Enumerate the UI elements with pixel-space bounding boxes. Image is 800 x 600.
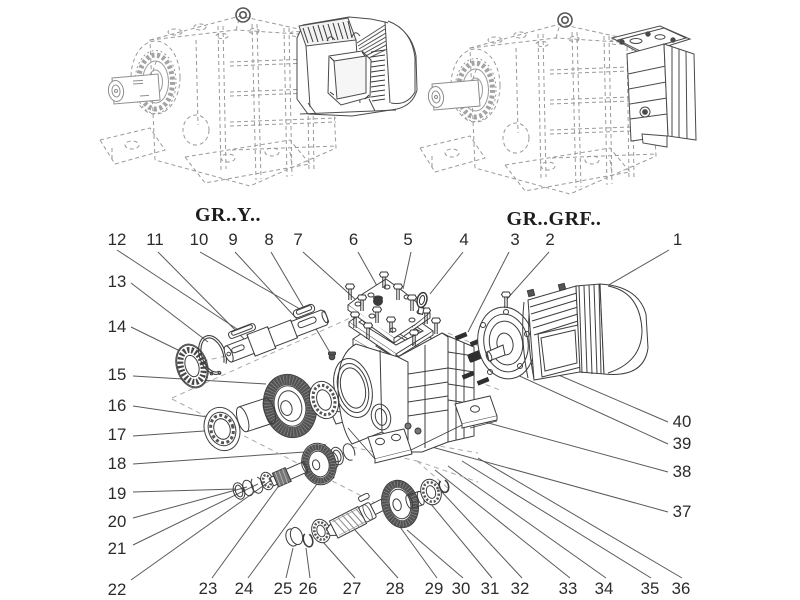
svg-text:22: 22 — [108, 580, 127, 599]
svg-text:33: 33 — [559, 579, 578, 598]
svg-text:34: 34 — [595, 579, 614, 598]
svg-text:40: 40 — [673, 412, 692, 431]
svg-text:15: 15 — [108, 365, 127, 384]
svg-text:10: 10 — [190, 230, 209, 249]
svg-text:37: 37 — [673, 502, 692, 521]
svg-text:14: 14 — [108, 317, 127, 336]
svg-text:18: 18 — [108, 454, 127, 473]
svg-text:35: 35 — [641, 579, 660, 598]
svg-text:12: 12 — [108, 230, 127, 249]
svg-text:6: 6 — [349, 230, 358, 249]
svg-text:9: 9 — [228, 230, 237, 249]
svg-text:38: 38 — [673, 462, 692, 481]
svg-text:36: 36 — [672, 579, 691, 598]
svg-text:24: 24 — [235, 579, 254, 598]
svg-text:7: 7 — [293, 230, 302, 249]
svg-text:13: 13 — [108, 272, 127, 291]
svg-text:39: 39 — [673, 434, 692, 453]
svg-text:21: 21 — [108, 539, 127, 558]
svg-text:3: 3 — [510, 230, 519, 249]
svg-text:4: 4 — [459, 230, 468, 249]
svg-text:GR..GRF..: GR..GRF.. — [507, 208, 602, 230]
svg-text:5: 5 — [403, 230, 412, 249]
svg-text:11: 11 — [146, 230, 163, 249]
svg-text:16: 16 — [108, 396, 127, 415]
svg-text:17: 17 — [108, 425, 127, 444]
svg-text:8: 8 — [264, 230, 273, 249]
svg-text:31: 31 — [481, 579, 500, 598]
svg-text:20: 20 — [108, 512, 127, 531]
svg-text:GR..Y..: GR..Y.. — [195, 204, 261, 226]
svg-text:26: 26 — [299, 579, 318, 598]
svg-text:30: 30 — [452, 579, 471, 598]
svg-text:2: 2 — [545, 230, 554, 249]
svg-text:25: 25 — [274, 579, 293, 598]
svg-text:32: 32 — [511, 579, 530, 598]
svg-text:1: 1 — [673, 230, 682, 249]
svg-text:27: 27 — [343, 579, 362, 598]
svg-text:19: 19 — [108, 484, 127, 503]
svg-text:23: 23 — [199, 579, 218, 598]
svg-text:28: 28 — [386, 579, 405, 598]
svg-text:29: 29 — [425, 579, 444, 598]
